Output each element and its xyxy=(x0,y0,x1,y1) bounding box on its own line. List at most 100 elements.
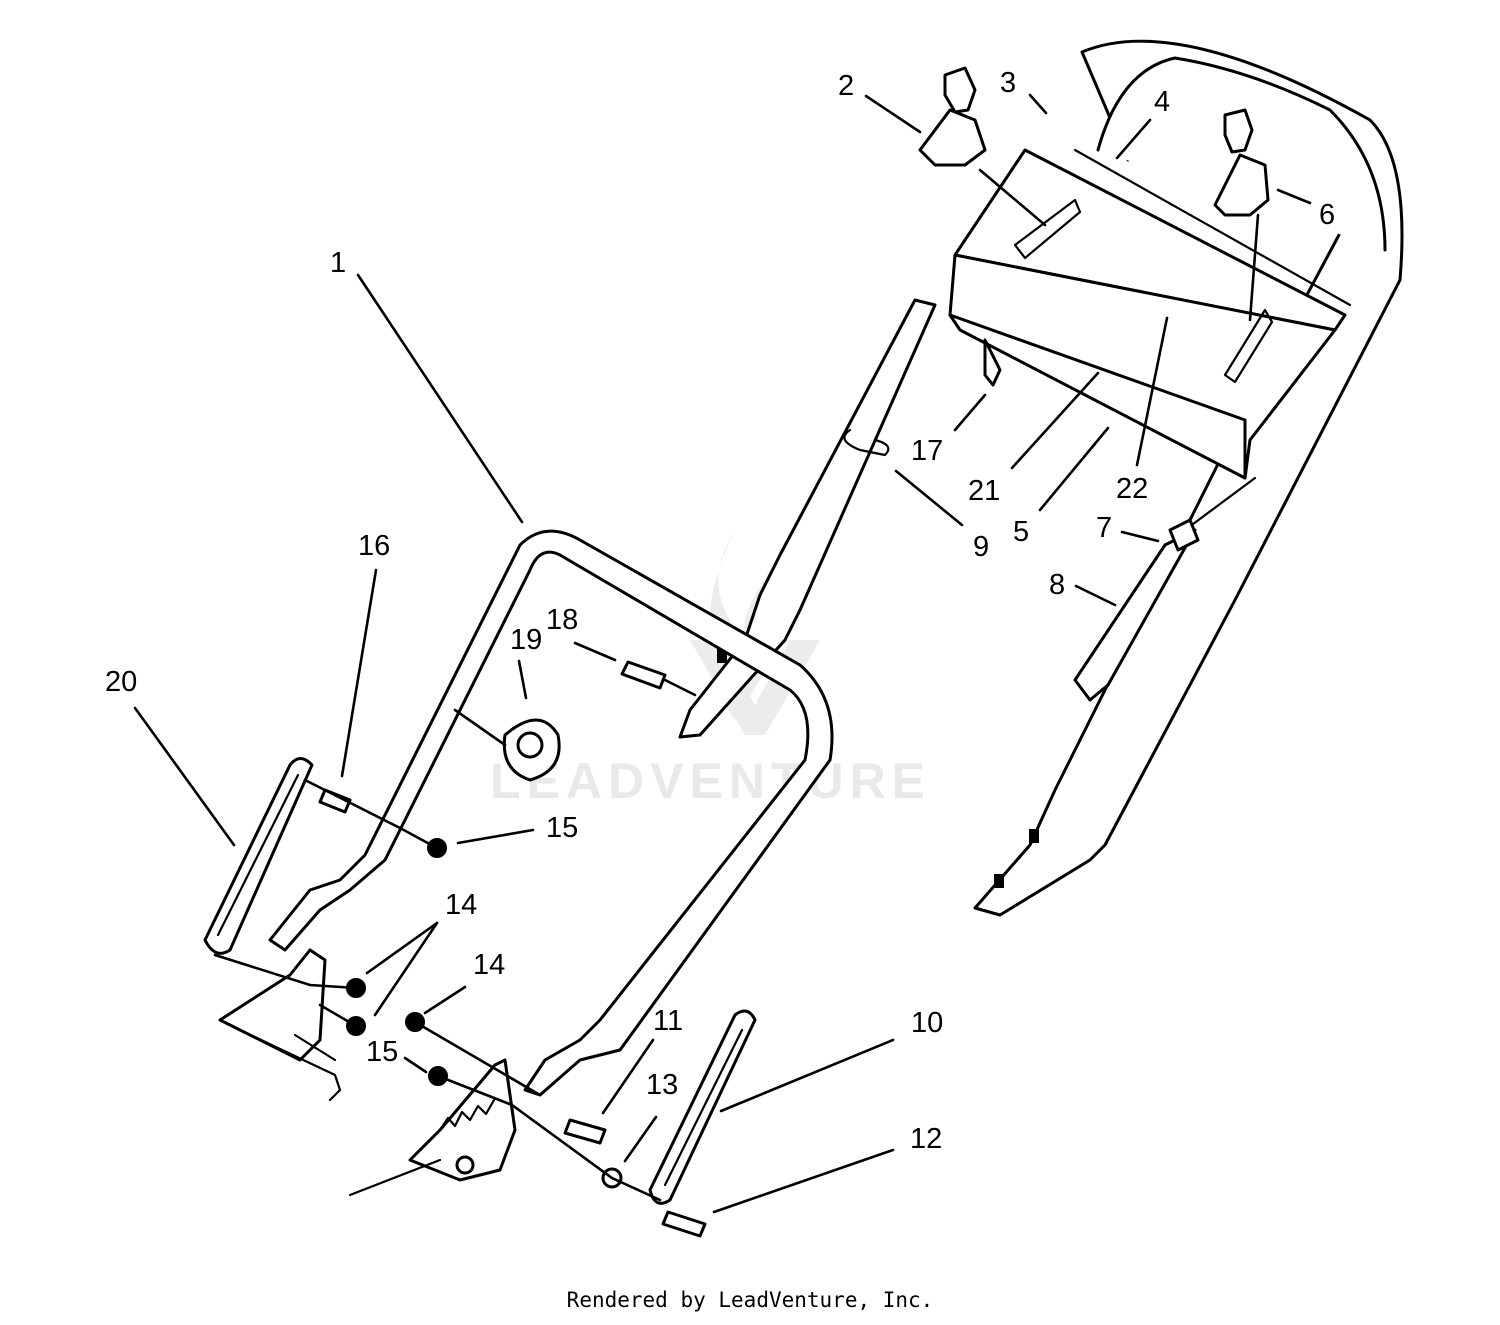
leader-8 xyxy=(1074,584,1117,607)
callout-6: 6 xyxy=(1319,199,1335,231)
cable-clip-9-icon xyxy=(843,428,890,457)
lever-left-knob xyxy=(943,66,977,114)
assembly-line xyxy=(453,708,507,747)
control-panel-lower-tray xyxy=(948,313,1247,480)
leader-7 xyxy=(1120,530,1160,543)
hardware xyxy=(318,338,1200,1238)
callout-15a: 15 xyxy=(546,812,578,844)
callout-19: 19 xyxy=(510,624,542,656)
callout-18: 18 xyxy=(546,604,578,636)
leader-20 xyxy=(133,706,236,847)
bolt-11-icon xyxy=(563,1118,607,1145)
assembly-line xyxy=(1248,213,1260,322)
height-adjuster-teeth xyxy=(438,1098,496,1132)
leader-5 xyxy=(1038,426,1110,512)
callout-8: 8 xyxy=(1049,569,1065,601)
leader-14b xyxy=(373,921,439,1017)
lever-right-knob xyxy=(1223,108,1254,154)
lever-left xyxy=(918,66,987,167)
callout-17: 17 xyxy=(911,435,943,467)
leader-19 xyxy=(517,659,528,700)
leader-14a xyxy=(365,921,439,975)
callout-15b: 15 xyxy=(366,1036,398,1068)
deck-bracket-left-arm xyxy=(293,1033,337,1062)
deck-edge-line xyxy=(348,1158,442,1197)
brace-left-slot xyxy=(216,773,300,937)
upper-handle-hole-icon xyxy=(994,874,1004,888)
assembly-line xyxy=(303,778,439,850)
callout-11: 11 xyxy=(653,1005,683,1037)
assembly-line xyxy=(978,168,1047,227)
leader-6 xyxy=(1276,188,1312,205)
callout-2: 2 xyxy=(838,70,854,102)
control-cable xyxy=(1183,476,1257,532)
leader-14c xyxy=(423,985,467,1015)
assembly-line xyxy=(318,1003,358,1028)
leader-22 xyxy=(1135,316,1169,467)
assembly-line xyxy=(436,1074,662,1202)
assembly-line xyxy=(663,678,697,697)
callout-9: 9 xyxy=(973,531,989,563)
leader-16 xyxy=(340,568,378,778)
leader-17 xyxy=(953,393,987,432)
control-panel xyxy=(948,148,1352,532)
lever-right-body xyxy=(1213,153,1270,217)
leader-3 xyxy=(1028,93,1048,115)
leader-4 xyxy=(1115,118,1152,160)
watermark: LEADVENTURE xyxy=(490,530,931,809)
callout-20: 20 xyxy=(105,666,137,698)
leader-15a xyxy=(456,828,535,845)
callout-1: 1 xyxy=(330,247,346,279)
leader-9 xyxy=(894,469,964,527)
bolt-16-icon xyxy=(318,788,352,814)
callout-4: 4 xyxy=(1154,86,1170,118)
upper-handle-left-leg xyxy=(678,298,937,739)
leader-13 xyxy=(623,1115,658,1163)
knob-19-center-icon xyxy=(516,731,544,759)
deck-bracket-right xyxy=(348,1058,517,1197)
callout-22: 22 xyxy=(1116,473,1148,505)
upper-handle-hole-icon xyxy=(1029,829,1039,843)
callout-3: 3 xyxy=(1000,67,1016,99)
control-panel-slot-right xyxy=(1223,308,1274,384)
leader-18 xyxy=(573,641,617,662)
callout-13: 13 xyxy=(646,1069,678,1101)
leader-11 xyxy=(601,1038,655,1115)
leader-1 xyxy=(356,273,524,524)
callout-16: 16 xyxy=(358,530,390,562)
bolt-18-icon xyxy=(620,660,667,690)
brace-right-slot xyxy=(663,1028,744,1187)
control-panel-slot-left xyxy=(1013,198,1082,260)
assembly-line xyxy=(213,953,358,990)
callout-5: 5 xyxy=(1013,516,1029,548)
callout-10: 10 xyxy=(911,1007,943,1039)
callout-7: 7 xyxy=(1096,512,1112,544)
bolt-12-icon xyxy=(661,1210,707,1238)
deck-bracket-left-edge xyxy=(238,1028,342,1102)
leader-10 xyxy=(719,1038,895,1113)
cable-sleeve xyxy=(1073,528,1197,702)
callout-leaders xyxy=(133,93,1312,1214)
leader-2 xyxy=(864,94,922,134)
callout-21: 21 xyxy=(968,475,1000,507)
watermark-text: LEADVENTURE xyxy=(490,753,931,809)
assembly-line xyxy=(413,1020,542,1097)
lever-right xyxy=(1213,108,1270,217)
deck-bracket-right-plate xyxy=(408,1058,517,1182)
assembly-lines xyxy=(213,168,1260,1202)
cable-end-7-icon xyxy=(1168,518,1200,552)
adjuster-pivot-icon xyxy=(455,1155,475,1175)
callout-labels: 1 2 3 4 5 6 7 8 9 10 11 12 13 14 14 15 1… xyxy=(105,67,1335,1155)
callout-14b: 14 xyxy=(473,949,505,981)
lever-left-body xyxy=(918,108,987,167)
leader-21 xyxy=(1010,371,1100,470)
control-bar-rod xyxy=(1073,148,1352,307)
leader-15b xyxy=(403,1056,428,1074)
deck-bracket-left xyxy=(218,948,342,1102)
callout-12: 12 xyxy=(910,1123,942,1155)
render-credit: Rendered by LeadVenture, Inc. xyxy=(566,1288,934,1312)
leader-12 xyxy=(712,1148,895,1214)
callout-14a: 14 xyxy=(445,889,477,921)
screw-17-icon xyxy=(983,338,1002,387)
